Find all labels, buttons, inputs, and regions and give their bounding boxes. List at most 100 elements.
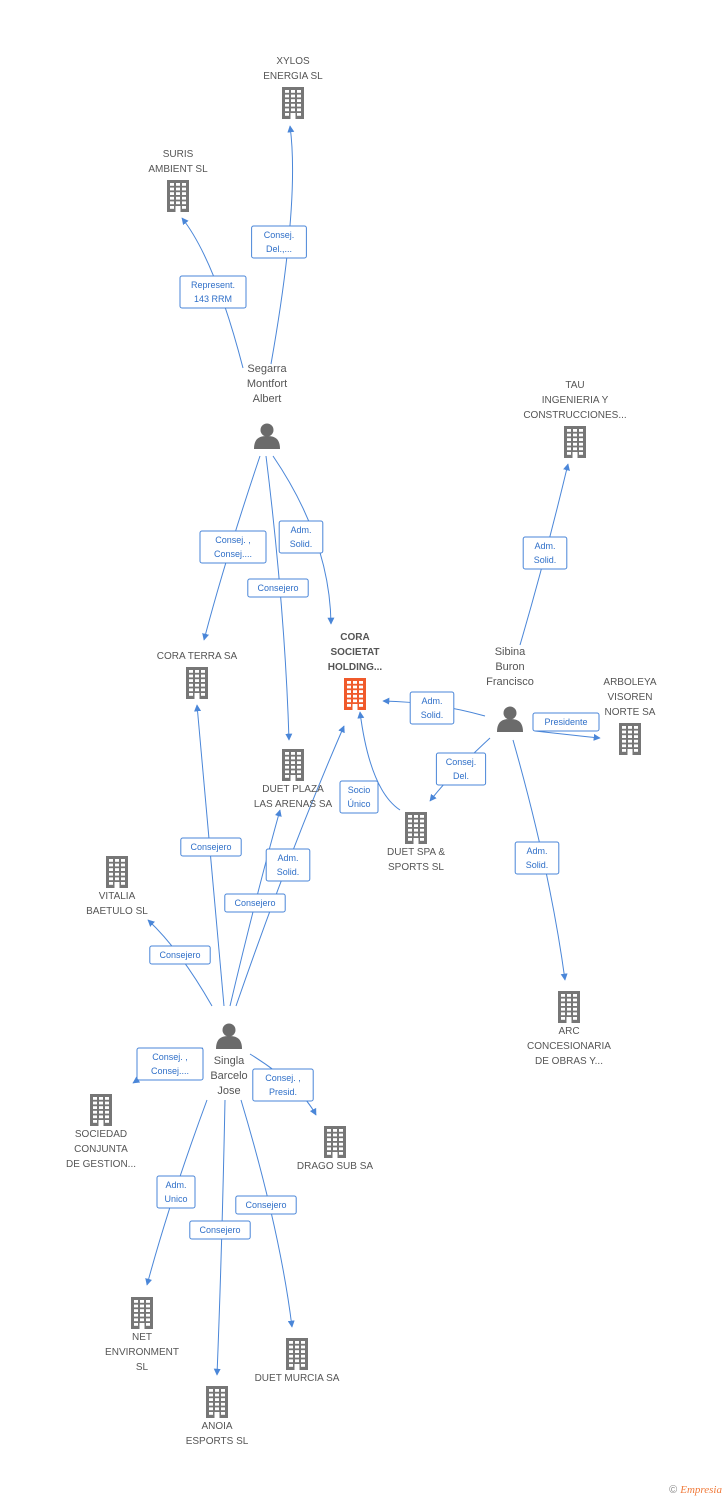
edge-label-singla-cora_terra[interactable]: Consejero <box>180 837 242 857</box>
company-node-arboleya[interactable]: ARBOLEYA VISOREN NORTE SA <box>603 677 657 755</box>
node-label-line: Buron <box>495 661 524 673</box>
edge-label-text: Adm. <box>290 525 311 535</box>
node-label-line: Singla <box>214 1055 245 1067</box>
edge-line-segarra-duet_plaza <box>265 455 293 741</box>
node-label-line: DRAGO SUB SA <box>297 1161 373 1172</box>
edge-label-text: Consejero <box>199 1225 240 1235</box>
edge-label-singla-drago[interactable]: Consej. ,Presid. <box>252 1068 314 1102</box>
node-label-line: SL <box>136 1362 149 1373</box>
node-label-line: Albert <box>253 393 282 405</box>
node-label-line: VITALIA <box>99 891 136 902</box>
edge-label-sibina-arc[interactable]: Adm.Solid. <box>514 841 560 875</box>
node-label-line: Barcelo <box>210 1070 247 1082</box>
edge-label-text: Adm. <box>421 696 442 706</box>
edge-label-text: Adm. <box>165 1180 186 1190</box>
edge-label-text: Presidente <box>544 717 587 727</box>
edge-label-text: Socio <box>348 785 371 795</box>
node-label-line: Montfort <box>247 378 287 390</box>
node-label-line: DUET PLAZA <box>262 784 324 795</box>
building-icon <box>90 1094 112 1126</box>
edge-label-text: Solid. <box>534 555 557 565</box>
node-label-line: ARBOLEYA <box>603 677 656 688</box>
company-node-cora_societat[interactable]: CORASOCIETATHOLDING... <box>328 632 383 710</box>
edge-label-singla-cora_societat[interactable]: Adm.Solid. <box>265 848 311 882</box>
node-label-line: SOCIETAT <box>330 647 379 658</box>
edge-label-segarra-cora_societat[interactable]: Adm. Solid. <box>278 520 324 554</box>
edge-label-singla-duet_plaza[interactable]: Consejero <box>224 893 286 913</box>
node-label-line: NORTE SA <box>605 707 656 718</box>
company-node-sociedad[interactable]: SOCIEDAD CONJUNTA DE GESTION... <box>66 1094 136 1170</box>
building-icon <box>106 856 128 888</box>
building-icon <box>344 678 366 710</box>
edge-label-singla-vitalia[interactable]: Consejero <box>149 945 211 965</box>
edge-label-text: Solid. <box>421 710 444 720</box>
edge-label-segarra-suris[interactable]: Represent.143 RRM <box>179 275 247 309</box>
edge-label-singla-anoia[interactable]: Consejero <box>189 1220 251 1240</box>
edge-label-text: Consejero <box>257 583 298 593</box>
edge-label-sibina-tau[interactable]: Adm.Solid. <box>522 536 568 570</box>
company-node-cora_terra[interactable]: CORA TERRA SA <box>157 651 238 699</box>
edge-label-text: Consej. , <box>215 535 251 545</box>
edge-label-singla-duet_murcia[interactable]: Consejero <box>235 1195 297 1215</box>
node-label-line: Jose <box>217 1085 240 1097</box>
node-label-line: LAS ARENAS SA <box>254 799 333 810</box>
building-icon <box>405 812 427 844</box>
edge-label-text: 143 RRM <box>194 294 232 304</box>
edge-label-text: Consejero <box>245 1200 286 1210</box>
edge-label-text: Único <box>347 799 370 809</box>
company-node-duet_plaza[interactable]: DUET PLAZA LAS ARENAS SA <box>254 749 333 810</box>
edge-label-text: Consejero <box>234 898 275 908</box>
edge-label-text: Consej. <box>264 230 295 240</box>
node-label-line: Segarra <box>247 363 287 375</box>
edge-label-segarra-duet_plaza[interactable]: Consejero <box>247 578 309 598</box>
node-label-line: CONJUNTA <box>74 1144 128 1155</box>
node-label-line: DUET MURCIA SA <box>255 1373 340 1384</box>
node-label-line: HOLDING... <box>328 662 383 673</box>
node-label-line: ANOIA <box>201 1421 232 1432</box>
edge-label-text: Consej.... <box>151 1066 189 1076</box>
company-node-duet_spa[interactable]: DUET SPA &SPORTS SL <box>387 812 445 873</box>
node-label-line: CORA TERRA SA <box>157 651 238 662</box>
edge-label-sibina-arboleya[interactable]: Presidente <box>532 712 600 732</box>
building-icon <box>167 180 189 212</box>
node-label-line: ENVIRONMENT <box>105 1347 179 1358</box>
edge-label-singla-sociedad[interactable]: Consej. ,Consej.... <box>136 1047 204 1081</box>
edge-label-segarra-xylos[interactable]: Consej.Del.,... <box>251 225 307 259</box>
edge-label-text: Consej. , <box>265 1073 301 1083</box>
edge-label-sibina-duet_spa[interactable]: Consej.Del. <box>435 752 487 786</box>
building-icon <box>282 87 304 119</box>
edge-label-text: Solid. <box>290 539 313 549</box>
building-icon <box>558 991 580 1023</box>
edge-label-singla-net[interactable]: Adm.Unico <box>156 1175 196 1209</box>
node-label-line: DE GESTION... <box>66 1159 136 1170</box>
company-node-duet_murcia[interactable]: DUET MURCIA SA <box>255 1338 340 1384</box>
company-node-drago[interactable]: DRAGO SUB SA <box>297 1126 373 1172</box>
person-icon <box>216 1023 242 1049</box>
building-icon <box>286 1338 308 1370</box>
node-label-line: CONCESIONARIA <box>527 1041 611 1052</box>
node-label-line: VISOREN <box>607 692 652 703</box>
edge-label-sibina-cora_societat[interactable]: Adm. Solid. <box>409 691 455 725</box>
building-icon <box>619 723 641 755</box>
node-label-line: SOCIEDAD <box>75 1129 127 1140</box>
edge-label-text: Del. <box>453 771 469 781</box>
building-icon <box>131 1297 153 1329</box>
copyright-icon: © <box>669 1484 678 1496</box>
edge-line-singla-duet_murcia <box>240 1099 295 1328</box>
edge-label-text: Adm. <box>526 846 547 856</box>
edge-label-segarra-cora_terra[interactable]: Consej. ,Consej.... <box>199 530 267 564</box>
footer-brand: © Empresia <box>669 1484 722 1496</box>
brand-logo[interactable]: Empresia <box>680 1484 722 1496</box>
